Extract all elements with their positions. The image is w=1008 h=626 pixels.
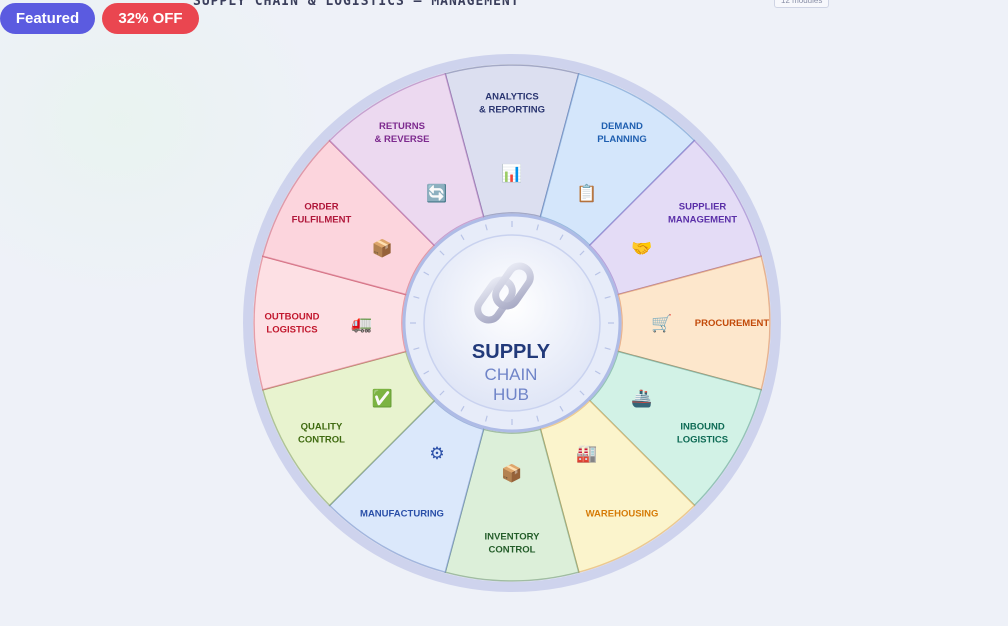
segment-analytics-reporting-label: & REPORTING [479, 105, 545, 116]
page-title: SUPPLY CHAIN & LOGISTICS — MANAGEMENT [193, 0, 520, 9]
segment-warehousing[interactable]: 🏭 WAREHOUSING [539, 399, 696, 574]
segment-outbound-logistics-label: OUTBOUND [265, 312, 320, 323]
segment-outbound-logistics[interactable]: 🚛 OUTBOUND LOGISTICS [253, 255, 407, 391]
hub-tick [485, 224, 488, 231]
hub-tick [439, 250, 445, 256]
segment-inventory-control-label: CONTROL [489, 545, 536, 556]
segment-inbound-logistics[interactable]: 🚢 INBOUND LOGISTICS [588, 350, 763, 507]
segment-quality-control-label: CONTROL [298, 435, 345, 446]
segment-quality-control[interactable]: ✅ QUALITY CONTROL [261, 350, 436, 507]
segment-analytics-reporting-label: ANALYTICS [485, 92, 539, 103]
segment-order-fulfilment-label: FULFILMENT [292, 215, 352, 226]
bar-chart-icon: 📊 [501, 163, 522, 184]
checkmark-icon: ✅ [372, 388, 393, 409]
segment-returns-reverse[interactable]: 🔄 RETURNS & REVERSE [328, 72, 485, 247]
factory-icon: 🏭 [576, 444, 597, 464]
hub-inner-disc [423, 234, 601, 412]
hub-tick [423, 271, 430, 276]
segment-inventory-control[interactable]: 📦 INVENTORY CONTROL [444, 428, 580, 582]
segment-order-fulfilment-label: ORDER [304, 202, 338, 213]
segment-demand-planning-shape [539, 72, 696, 247]
segment-inbound-logistics-shape [588, 350, 763, 507]
hub-tick [594, 370, 601, 375]
clipboard-icon: 📋 [576, 183, 597, 204]
segment-demand-planning[interactable]: 📋 DEMAND PLANNING [539, 72, 696, 247]
chain-link-icon [474, 262, 534, 324]
hub-subtitle-line1: CHAIN [485, 365, 538, 384]
package-icon: 📦 [501, 463, 522, 484]
segment-supplier-management-shape [588, 139, 763, 296]
segment-returns-reverse-label: & REVERSE [375, 134, 430, 145]
module-count-badge: 12 modules [774, 0, 830, 8]
hub-title: SUPPLY [472, 341, 551, 363]
segment-outbound-logistics-label: LOGISTICS [266, 325, 317, 336]
segment-supplier-management[interactable]: 🤝 SUPPLIER MANAGEMENT [588, 139, 763, 296]
hub-ticks [410, 221, 614, 425]
hub-tick [485, 415, 488, 422]
segment-inbound-logistics-label: LOGISTICS [677, 435, 728, 446]
hub-tick [559, 234, 564, 241]
segment-quality-control-shape [261, 350, 436, 507]
segment-supplier-management-label: MANAGEMENT [668, 215, 737, 226]
segment-procurement-shape [617, 255, 771, 391]
hub-tick [604, 296, 611, 299]
segment-procurement-label: PROCUREMENT [695, 318, 770, 329]
segment-supplier-management-label: SUPPLIER [679, 202, 727, 213]
segment-demand-planning-label: PLANNING [597, 134, 647, 145]
segment-warehousing-shape [539, 399, 696, 574]
segment-returns-reverse-shape [328, 72, 485, 247]
segment-demand-planning-label: DEMAND [601, 121, 643, 132]
hub-subtitle-line2: HUB [493, 385, 529, 404]
featured-badge[interactable]: Featured [0, 3, 95, 34]
hub-tick [579, 250, 585, 256]
hub-tick [423, 370, 430, 375]
hub-tick [439, 390, 445, 396]
hub-tick [536, 415, 539, 422]
segment-manufacturing[interactable]: ⚙ MANUFACTURING [328, 399, 485, 574]
hub-tick [413, 347, 420, 350]
segment-manufacturing-label: MANUFACTURING [360, 509, 444, 520]
ship-icon: 🚢 [631, 389, 652, 409]
segment-order-fulfilment[interactable]: 📦 ORDER FULFILMENT [261, 139, 436, 296]
segment-inventory-control-label: INVENTORY [485, 532, 541, 543]
hub-tick [536, 224, 539, 231]
segment-quality-control-label: QUALITY [301, 422, 343, 433]
segment-outbound-logistics-shape [253, 255, 407, 391]
segment-manufacturing-shape [328, 399, 485, 574]
truck-icon: 🚛 [351, 314, 372, 334]
segment-analytics-reporting[interactable]: 📊 ANALYTICS & REPORTING [444, 64, 580, 218]
hub-tick [604, 347, 611, 350]
segment-order-fulfilment-shape [261, 139, 436, 296]
refresh-icon: 🔄 [426, 183, 447, 204]
segment-analytics-reporting-shape [444, 64, 580, 218]
outer-ring [243, 54, 781, 592]
segment-returns-reverse-label: RETURNS [379, 121, 425, 132]
gear-icon: ⚙ [429, 444, 444, 464]
hub-tick [460, 405, 465, 412]
hub-tick [460, 234, 465, 241]
segment-inbound-logistics-label: INBOUND [680, 422, 724, 433]
hub[interactable]: SUPPLY CHAIN HUB [402, 213, 622, 433]
shopping-cart-icon: 🛒 [651, 313, 672, 334]
hub-tick [579, 390, 585, 396]
hub-tick [559, 405, 564, 412]
discount-badge[interactable]: 32% OFF [102, 3, 199, 34]
hub-tick [413, 296, 420, 299]
segment-warehousing-label: WAREHOUSING [586, 509, 659, 520]
hub-tick [594, 271, 601, 276]
segment-procurement[interactable]: 🛒 PROCUREMENT [617, 255, 771, 391]
dolly-icon: 📦 [372, 238, 393, 259]
handshake-icon: 🤝 [631, 239, 652, 259]
segment-inventory-control-shape [444, 428, 580, 582]
